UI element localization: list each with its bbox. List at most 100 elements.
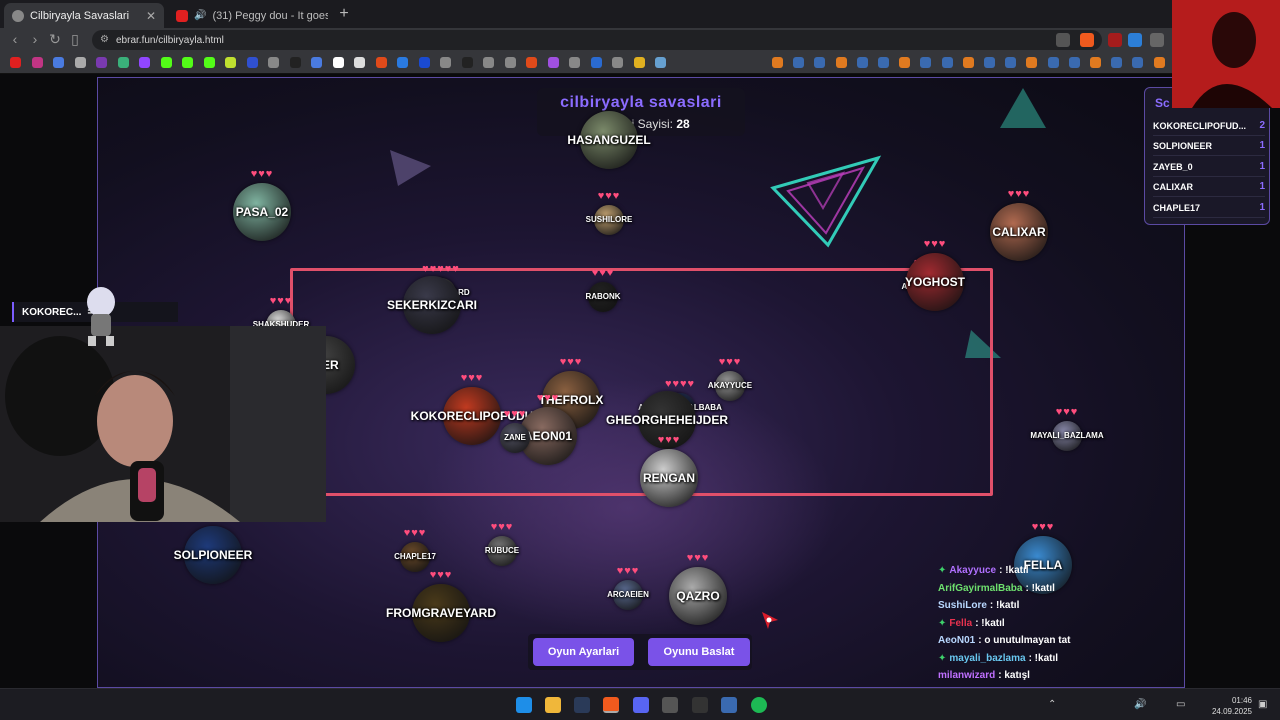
bookmark-icon[interactable] [225,57,236,68]
bookmark-icon[interactable] [547,57,559,68]
warrior-hearts: ♥♥♥ [686,552,710,564]
forward-icon[interactable]: › [32,31,38,47]
bookmark-icon[interactable] [1111,57,1123,68]
file-explorer-icon[interactable] [545,697,561,713]
bookmark-icon[interactable]: ▯ [71,31,79,47]
spotify-icon[interactable] [751,697,767,713]
app-icon[interactable] [662,697,678,713]
bookmark-icon[interactable] [772,57,783,68]
bookmark-icon[interactable] [1090,57,1101,68]
bookmark-icon[interactable] [856,57,868,68]
bookmark-icon[interactable] [117,57,129,68]
warrior-hearts: ♥♥♥ [559,356,583,368]
reload-icon[interactable]: ↻ [49,31,61,47]
extension-icon[interactable] [1150,33,1164,47]
bookmark-icon[interactable] [96,57,107,68]
bookmark-icon[interactable] [612,57,623,68]
bookmark-icon[interactable] [984,57,995,68]
bookmark-icon[interactable] [569,57,580,68]
webcam-feed [0,326,326,522]
bookmark-icon[interactable] [160,57,172,68]
bookmark-icon[interactable] [835,57,847,68]
bookmark-icon[interactable] [10,57,21,68]
app-icon[interactable] [721,697,737,713]
tab-youtube[interactable]: 🔊 (31) Peggy dou - It goes like nan... [168,3,336,28]
warrior-name: RABONK [585,292,621,302]
bookmark-icon[interactable] [655,57,666,68]
notification-icon[interactable]: ▣ [1258,699,1268,710]
chat-line: milanwizard: katışl [938,667,1138,685]
bookmark-icon[interactable] [962,57,974,68]
warrior-name: SEKERKIZCARI [386,297,478,312]
bookmark-icon[interactable] [332,57,344,68]
volume-icon[interactable]: 🔊 [1134,699,1147,710]
bookmark-icon[interactable] [920,57,932,68]
chat-line: ✦mayali_bazlama: !katıl [938,650,1138,668]
bookmark-icon[interactable] [1153,57,1165,68]
bookmark-icon[interactable] [354,57,365,68]
bookmark-icon[interactable] [182,57,193,68]
extension-icon[interactable] [1128,33,1142,47]
game-settings-button[interactable]: Oyun Ayarlari [533,638,634,666]
bookmark-icon[interactable] [268,57,279,68]
obs-icon[interactable] [692,697,708,713]
scoreboard-row: KOKORECLIPOFUD...2 [1153,116,1265,136]
bookmark-icon[interactable] [440,57,451,68]
chevron-up-icon[interactable]: ⌃ [1048,699,1057,710]
bookmark-icon[interactable] [633,57,645,68]
bookmark-icon[interactable] [418,57,430,68]
steam-icon[interactable] [574,697,590,713]
bookmark-icon[interactable] [504,57,516,68]
bookmark-icon[interactable] [139,57,150,68]
brave-icon[interactable] [603,697,619,713]
bookmark-icon[interactable] [793,57,805,68]
bookmark-icon[interactable] [31,57,43,68]
bookmark-icon[interactable] [1026,57,1038,68]
bookmark-icon[interactable] [461,57,473,68]
bookmark-icon[interactable] [483,57,494,68]
bookmark-icon[interactable] [53,57,64,68]
tab-cilbiryayla[interactable]: Cilbiryayla Savaslari ✕ [4,3,164,28]
bookmark-icon[interactable] [1047,57,1059,68]
bookmark-icon[interactable] [1005,57,1017,68]
bookmark-icon[interactable] [941,57,953,68]
bookmark-icon[interactable] [526,57,537,68]
chat-message: : !katıl [1025,582,1055,594]
share-icon[interactable] [1056,33,1070,47]
warrior-name: YOGHOST [904,274,966,289]
site-info-icon[interactable]: ⚙ [100,34,109,45]
discord-icon[interactable] [633,697,649,713]
bookmark-icon[interactable] [203,57,215,68]
start-icon[interactable] [516,697,532,713]
bookmark-icon[interactable] [397,57,408,68]
bookmark-icon[interactable] [1068,57,1080,68]
bookmark-icon[interactable] [590,57,602,68]
ublock-icon[interactable] [1108,33,1122,47]
clock[interactable]: 01:46 24.09.2025 [1212,695,1252,717]
tab-strip: Cilbiryayla Savaslari ✕ 🔊 (31) Peggy dou… [0,0,1280,28]
bookmark-icon[interactable] [74,57,86,68]
bookmark-icon[interactable] [246,57,258,68]
streamer-portrait-overlay [1172,0,1280,108]
bookmark-icon[interactable] [311,57,322,68]
brave-shield-icon[interactable] [1080,33,1094,47]
speaker-icon[interactable]: 🔊 [194,10,207,21]
url-field[interactable]: ⚙ ebrar.fun/cilbiryayla.html [92,30,1102,50]
bookmark-icon[interactable] [375,57,387,68]
bookmark-icon[interactable] [878,57,889,68]
bookmark-icon[interactable] [289,57,301,68]
warrior-hearts: ♥♥♥ [460,372,484,384]
back-icon[interactable]: ‹ [12,31,18,47]
new-tab-button[interactable]: + [339,5,349,22]
bookmark-icon[interactable] [1132,57,1144,68]
bookmark-icon[interactable] [814,57,826,68]
wifi-icon[interactable]: ▭ [1176,699,1186,710]
start-game-button[interactable]: Oyunu Baslat [648,638,750,666]
alert-user: KOKOREC... [22,306,82,318]
close-icon[interactable]: ✕ [145,8,156,23]
bookmark-icon[interactable] [899,57,911,68]
